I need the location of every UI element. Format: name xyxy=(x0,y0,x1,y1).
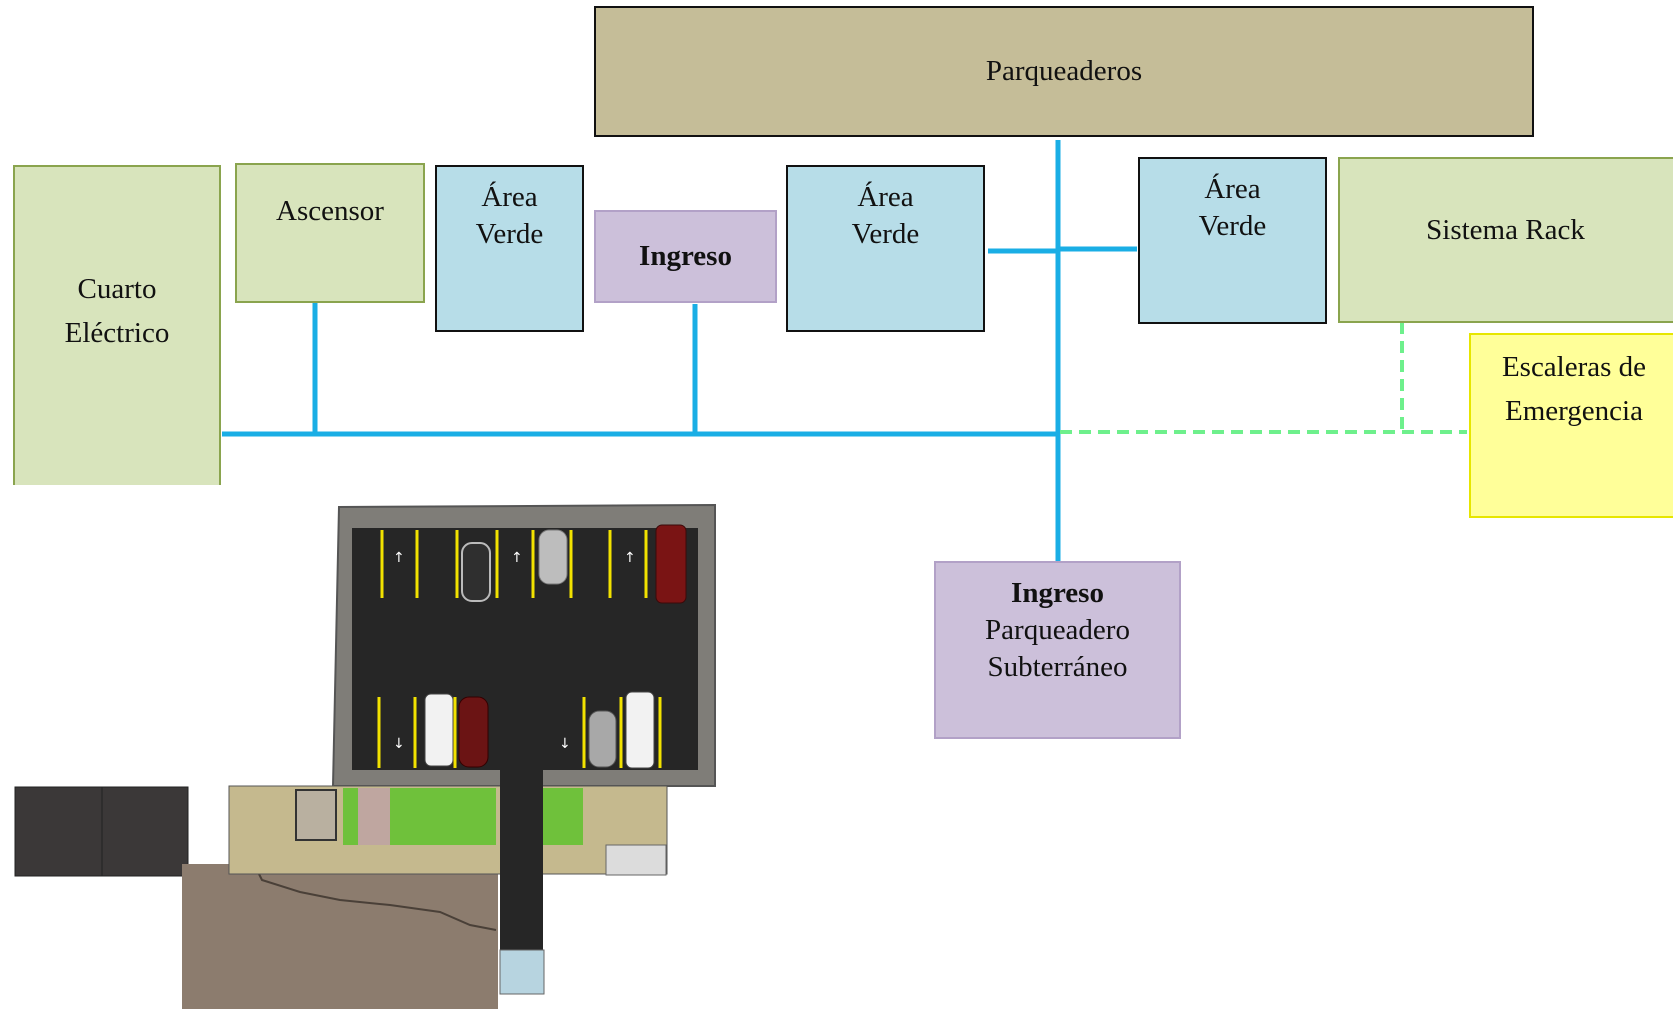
node-area-verde-1: Área Verde xyxy=(435,165,584,332)
cuarto-electrico-line2: Eléctrico xyxy=(64,317,170,349)
area-verde-2-line1: Área xyxy=(857,181,914,213)
area-verde-3-line1: Área xyxy=(1204,173,1261,205)
svg-text:↓: ↓ xyxy=(393,736,405,752)
stairs xyxy=(605,844,667,876)
area-verde-2-line2: Verde xyxy=(851,218,920,250)
svg-text:↓: ↓ xyxy=(559,736,571,752)
ingreso-label: Ingreso xyxy=(639,240,732,272)
svg-text:↑: ↑ xyxy=(624,550,636,566)
parked-cars xyxy=(424,524,687,769)
ingreso-parqueadero-line2: Parqueadero xyxy=(985,614,1130,646)
node-ingreso-parqueadero: Ingreso Parqueadero Subterráneo xyxy=(934,561,1181,739)
terrain-crack xyxy=(254,865,497,931)
node-cuarto-electrico: Cuarto Eléctrico xyxy=(13,165,221,485)
ingreso-parqueadero-line1: Ingreso xyxy=(1011,577,1104,609)
area-verde-1-line2: Verde xyxy=(475,218,544,250)
parqueaderos-label: Parqueaderos xyxy=(985,55,1143,87)
node-area-verde-2: Área Verde xyxy=(786,165,985,332)
entrance-gate xyxy=(499,949,545,995)
ascensor-label: Ascensor xyxy=(276,195,384,227)
node-ascensor: Ascensor xyxy=(235,163,425,303)
sistema-rack-label: Sistema Rack xyxy=(1426,213,1585,246)
node-escaleras-emergencia: Escaleras de Emergencia xyxy=(1469,333,1673,518)
escaleras-line1: Escaleras de xyxy=(1501,351,1647,383)
area-verde-1-line1: Área xyxy=(481,181,538,213)
walkway xyxy=(358,788,390,845)
cuarto-electrico-line1: Cuarto xyxy=(77,273,157,305)
building-block-right xyxy=(101,786,189,877)
node-sistema-rack: Sistema Rack xyxy=(1338,157,1673,323)
svg-text:↑: ↑ xyxy=(511,550,523,566)
building-block-left xyxy=(14,786,103,877)
node-parqueaderos: Parqueaderos xyxy=(594,6,1534,137)
elevator-shaft xyxy=(295,789,337,841)
entrance-ramp xyxy=(500,770,543,970)
escaleras-line2: Emergencia xyxy=(1505,395,1643,427)
area-verde-3-line2: Verde xyxy=(1198,210,1267,242)
parking-lines xyxy=(377,530,662,768)
node-ingreso: Ingreso xyxy=(594,210,777,303)
node-area-verde-3: Área Verde xyxy=(1138,157,1327,324)
terrain-area xyxy=(182,864,498,1009)
svg-text:↑: ↑ xyxy=(393,550,405,566)
ingreso-parqueadero-line3: Subterráneo xyxy=(987,651,1128,683)
green-area-b xyxy=(543,788,583,845)
